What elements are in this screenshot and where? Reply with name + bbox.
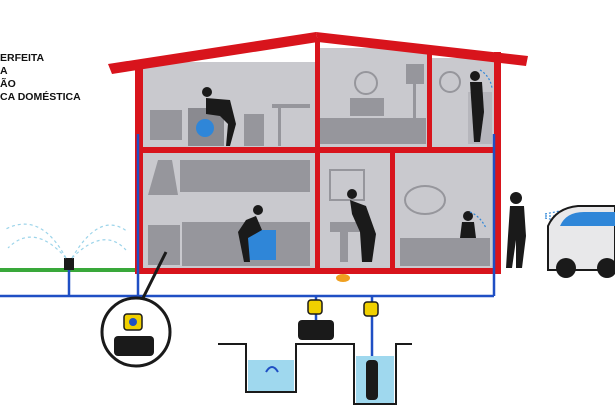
wall-right (494, 52, 501, 274)
floor-lamp-shade (406, 64, 424, 84)
shower-spray-lower (469, 211, 487, 229)
callout-pump-motor (114, 336, 154, 356)
cistern-intake (265, 366, 279, 373)
bathroom-basin (330, 222, 360, 232)
sprinkler-head (64, 258, 74, 270)
bathtub-mirror (404, 185, 446, 215)
person-bathroom (347, 189, 376, 262)
laundry-sink (150, 110, 182, 140)
underground (218, 299, 412, 405)
roof-left (108, 32, 318, 74)
range-hood (148, 160, 178, 195)
person-car-wash (506, 192, 526, 268)
well-submersible-pump (366, 360, 378, 400)
bathtub (400, 238, 490, 266)
caption-line-4: CA DOMÉSTICA (0, 91, 81, 103)
pump-callout (100, 251, 172, 368)
laundry-cabinet (244, 114, 264, 146)
bathroom-window (329, 169, 365, 201)
wall-mid-3 (390, 147, 395, 270)
wall-mid-1 (315, 38, 320, 270)
floor-lamp-pole (413, 84, 416, 124)
upper-cabinets (180, 160, 310, 192)
garden (0, 223, 135, 272)
car (547, 205, 615, 278)
bathroom-basin-pedestal (340, 232, 348, 262)
ironing-board-leg (278, 108, 281, 146)
floor-upper (135, 147, 501, 153)
bedroom-sideboard (350, 98, 384, 116)
cistern-water (248, 360, 294, 391)
caption-line-1: ERFEITA (0, 52, 45, 64)
person-bathtub (460, 211, 476, 238)
cistern-pump-motor (298, 320, 334, 340)
car-wheel-2 (597, 258, 615, 278)
washing-machine-door (196, 119, 214, 137)
well-pump-controller (363, 301, 379, 317)
cistern-outline (218, 343, 336, 393)
shower-spray-upper (479, 69, 493, 89)
floor-valve-marker (336, 274, 350, 282)
caption-line-3: ÃO (0, 78, 16, 90)
bedroom-sofa (320, 118, 426, 144)
sprinkler-spray (3, 223, 129, 259)
house-frame (108, 32, 528, 274)
car-windshield (560, 212, 615, 226)
wall-mid-2 (427, 46, 432, 148)
people (202, 71, 526, 268)
bedroom-mirror (354, 71, 378, 95)
shower-mirror (439, 71, 461, 93)
callout-gauge-icon (129, 318, 137, 326)
floor-ground (135, 268, 501, 274)
person-shower (470, 71, 484, 142)
caption: ERFEITA A ÃO CA DOMÉSTICA (0, 52, 81, 104)
ironing-board (272, 104, 310, 108)
person-kitchen (238, 205, 263, 262)
car-wheel (556, 258, 576, 278)
well-outline (336, 343, 412, 405)
roof-right (316, 32, 528, 66)
cistern-pump-controller (307, 299, 323, 315)
caption-line-2: A (0, 65, 8, 77)
person-laundry (202, 87, 236, 146)
